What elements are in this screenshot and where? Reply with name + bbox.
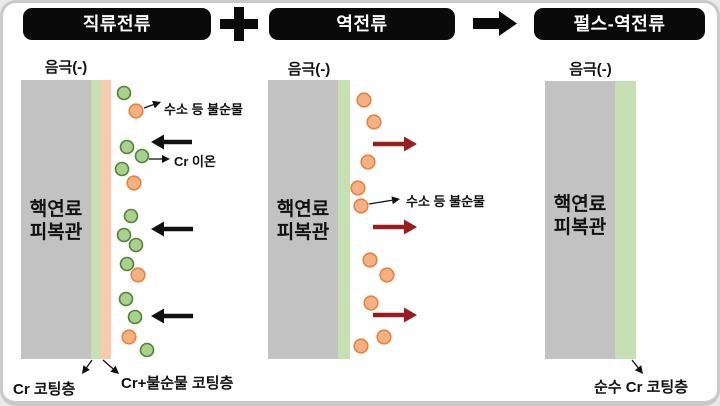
impurity-dot [356,92,372,108]
electroplating-diagram [21,80,643,374]
callout-connector-arrow [86,359,93,368]
cr-impurity-layer-label: Cr+불순물 코팅층 [121,375,234,392]
cathode-label-reverse: 음극(-) [287,61,331,78]
callout-connector-arrow [143,104,154,109]
callout-connector-arrow-head [110,365,119,374]
cladding-label-reverse: 핵연료 피복관 [268,198,338,244]
callout-connector-arrow [368,199,393,205]
desorption-arrow-right-head [404,136,417,152]
impurity-dot [366,114,382,130]
desorption-arrow-right-head [404,219,417,235]
cr-ion-callout: Cr 이온 [174,154,216,169]
callout-connector-arrow [102,359,114,370]
desorption-arrow-right-head [404,307,417,323]
cr-coating-layer [615,81,636,359]
cr-coating-layer [91,80,101,359]
cr-ion-dot [116,227,132,243]
step-box-pulse-reverse-current: 펄스-역전류 [534,8,705,40]
cr-ion-dot [139,342,155,358]
impurity-dot [362,252,378,268]
impurity-callout-dc: 수소 등 불순물 [164,102,243,117]
cladding-label-line1: 핵연료 [276,199,330,220]
callout-connector-arrow-head [82,365,90,374]
cr-ion-dot [114,161,130,177]
arrow-right-icon [473,11,517,36]
cathode-label-pulse: 음극(-) [569,61,612,78]
callout-connector-arrow [631,359,639,369]
step-box-reverse-current: 역전류 [269,8,455,40]
cladding-bar [268,80,338,359]
impurity-dot [353,198,369,214]
impurity-dot [379,267,395,283]
cr-ion-dot [119,139,135,155]
cladding-label-pulse: 핵연료 피복관 [545,193,615,239]
cr-coating-layer [338,80,350,359]
cr-ion-dot [119,256,135,272]
impurity-coating-layer [101,80,111,359]
impurity-dot [130,267,146,283]
deposition-arrow-left-head [151,308,164,324]
cr-ion-dot [118,291,134,307]
cladding-label-line2: 피복관 [29,222,83,243]
cladding-label-line2: 피복관 [276,222,330,243]
step-box-dc-current: 직류전류 [23,8,211,40]
impurity-dot [360,154,376,170]
cladding-bar [545,81,615,359]
callout-connector-arrow-head [162,155,170,163]
impurity-dot [353,338,369,354]
callout-connector-arrow-head [634,365,643,374]
callout-connector-arrow-head [391,196,400,205]
deposition-arrow-left-head [151,221,164,237]
impurity-dot [376,329,392,345]
cr-ion-dot [116,85,132,101]
cladding-label-line2: 피복관 [553,217,607,238]
cr-ion-dot [128,237,144,253]
impurity-dot [126,175,142,191]
cladding-label-dc: 핵연료 피복관 [21,198,91,244]
callout-connector-arrow-head [152,100,161,109]
cr-ion-dot [123,208,139,224]
impurity-dot [350,180,366,196]
cladding-label-line1: 핵연료 [553,194,607,215]
cladding-bar [21,80,91,359]
impurity-dot [363,295,379,311]
cladding-label-line1: 핵연료 [29,199,83,220]
impurity-callout-reverse: 수소 등 불순물 [406,194,485,209]
impurity-dot [128,103,144,119]
pure-cr-layer-label: 순수 Cr 코팅층 [594,379,689,396]
impurity-dot [121,329,137,345]
plus-icon [220,7,258,41]
cathode-label-dc: 음극(-) [44,59,88,76]
deposition-arrow-left-head [151,134,164,150]
cr-ion-dot [127,309,143,325]
cr-layer-label: Cr 코팅층 [13,381,76,398]
cr-ion-dot [134,148,150,164]
